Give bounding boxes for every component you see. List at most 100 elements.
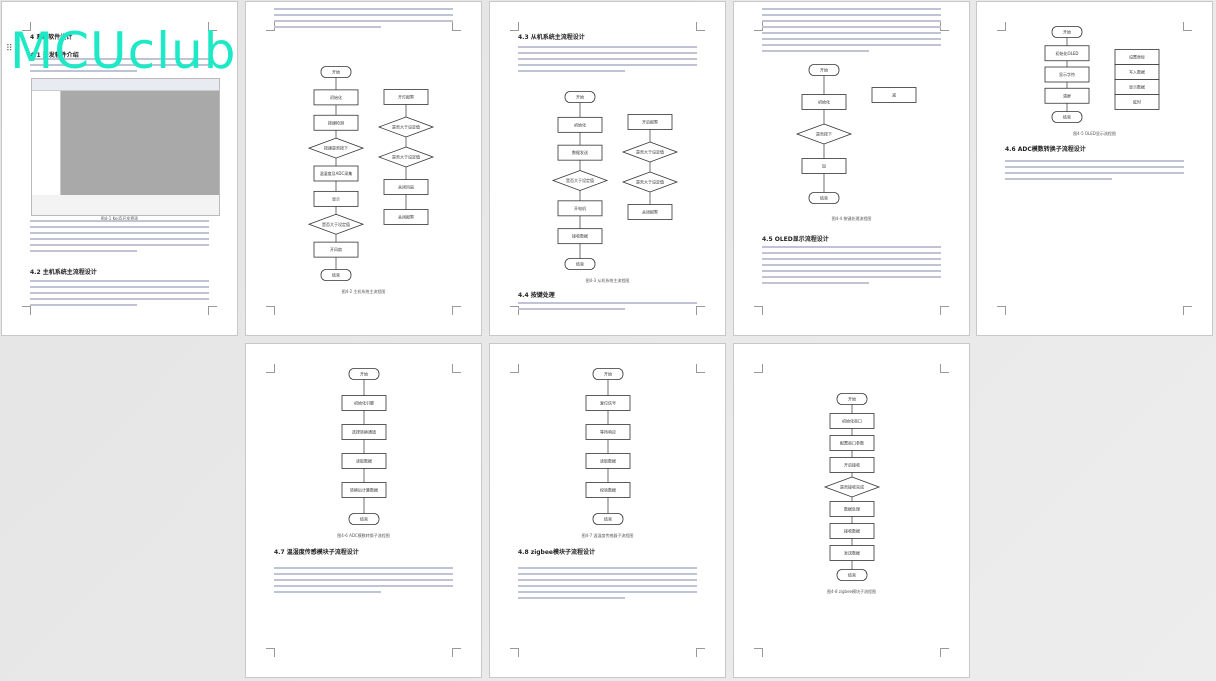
page-corner-mark xyxy=(510,364,519,373)
page-corner-mark xyxy=(266,306,275,315)
flowchart-label: 结束 xyxy=(332,272,340,278)
keil-screenshot xyxy=(31,78,220,216)
page-4[interactable]: 4.5 OLED显示流程设计图4-4 按键处理流程图开始初始化是否按下加结束减 xyxy=(733,1,970,336)
flowchart-label: 是否大于设定值 xyxy=(322,221,350,227)
page-corner-mark xyxy=(696,22,705,31)
flowchart-label: 结束 xyxy=(820,195,828,201)
flowchart-label: 设置坐标 xyxy=(1129,54,1145,60)
flowchart-label: 是否大于设定值 xyxy=(392,124,420,130)
flowchart-label: 按键是否按下 xyxy=(324,145,348,151)
flowchart-label: 结束 xyxy=(1063,114,1071,120)
flowchart-label: 开始 xyxy=(576,94,584,100)
terminal-node xyxy=(348,513,380,525)
flowchart-label: 结束 xyxy=(848,572,856,578)
flowchart-label: 数据处理 xyxy=(844,506,860,512)
terminal-node xyxy=(592,513,624,525)
figure-caption: 图4-8 zigbee模块子流程图 xyxy=(826,589,876,594)
body-paragraph xyxy=(30,58,209,76)
section-heading: 4.4 按键处理 xyxy=(518,292,555,299)
flowchart-label: 是否大于设定值 xyxy=(566,177,594,183)
page-corner-mark xyxy=(754,306,763,315)
process-node xyxy=(627,204,673,220)
section-heading: 4.3 从机系统主流程设计 xyxy=(518,34,585,41)
page-corner-mark xyxy=(510,22,519,31)
figure-caption: 图4-4 按键处理流程图 xyxy=(831,216,872,221)
flowchart-label: 显示数据 xyxy=(1129,84,1145,90)
figure-caption: 图4-6 ADC模数转换子流程图 xyxy=(337,533,390,538)
section-heading: 4.8 zigbee模块子流程设计 xyxy=(518,549,595,556)
terminal-node xyxy=(836,569,868,581)
flowchart-label: 开风扇 xyxy=(330,246,342,252)
page-corner-mark xyxy=(997,22,1006,31)
page-corner-mark xyxy=(754,364,763,373)
flowchart-label: 开始 xyxy=(1063,29,1071,35)
flowchart-label: 读取数据 xyxy=(356,458,372,464)
page-corner-mark xyxy=(452,306,461,315)
page-7[interactable]: 4.8 zigbee模块子流程设计图4-7 温湿度传感器子流程图开始复位信号等待… xyxy=(489,343,726,678)
flowchart-label: 复位信号 xyxy=(600,400,616,406)
page-corner-mark xyxy=(940,306,949,315)
figure-caption: 图4-3 从机系统主流程图 xyxy=(585,278,630,283)
flowchart-label: 开始 xyxy=(848,396,856,402)
flowchart-label: 写入数据 xyxy=(1129,69,1145,75)
flowchart-label: 清屏 xyxy=(1063,92,1071,98)
section-heading: 4.2 主机系统主流程设计 xyxy=(30,269,97,276)
body-paragraph xyxy=(762,246,941,288)
flowchart-label: 是否大于设定值 xyxy=(636,179,664,185)
flowchart-label: 读取数据 xyxy=(600,458,616,464)
page-corner-mark xyxy=(22,22,31,31)
flowchart-label: 结束 xyxy=(604,516,612,522)
flowchart-label: 开始 xyxy=(820,67,828,73)
figure-caption: 图4-7 温湿度传感器子流程图 xyxy=(581,533,634,538)
page-corner-mark xyxy=(696,306,705,315)
page-corner-mark xyxy=(452,22,461,31)
flowchart-label: 结束 xyxy=(360,516,368,522)
flowchart-label: 初始化 xyxy=(574,121,586,127)
body-paragraph xyxy=(274,567,453,597)
body-paragraph xyxy=(274,8,453,32)
page-8[interactable]: 图4-8 zigbee模块子流程图开始初始化串口配置串口参数开启接收是否接收完成… xyxy=(733,343,970,678)
page-6[interactable]: 4.7 温湿度传感模块子流程设计图4-6 ADC模数转换子流程图开始初始化引脚选… xyxy=(245,343,482,678)
flowchart-label: 接收数据 xyxy=(572,233,588,239)
page-corner-mark xyxy=(22,306,31,315)
figure-caption: 图4-1 Keil5开发界面 xyxy=(100,216,139,221)
flowchart-label: 校验数据 xyxy=(600,487,616,493)
flowchart-label: 发送数据 xyxy=(844,550,860,556)
body-paragraph xyxy=(518,567,697,603)
page-corner-mark xyxy=(696,648,705,657)
terminal-node xyxy=(1051,111,1083,123)
drag-handle-icon[interactable]: ⠿ xyxy=(6,44,13,54)
body-paragraph xyxy=(30,220,209,256)
section-heading: 4.6 ADC模数转换子流程设计 xyxy=(1005,146,1086,153)
process-node xyxy=(1114,94,1160,110)
terminal-node xyxy=(808,192,840,204)
flowchart-label: 显示 xyxy=(332,196,340,201)
body-paragraph xyxy=(30,280,209,310)
flowchart-label: 显示字符 xyxy=(1059,71,1075,77)
figure-caption: 图4-2 主机系统主流程图 xyxy=(341,289,386,294)
flowchart-label: 开启报警 xyxy=(642,119,658,125)
flowchart-label: 是否大于设定值 xyxy=(392,154,420,160)
flowchart-label: 初始化 xyxy=(818,99,830,105)
page-corner-mark xyxy=(452,648,461,657)
flowchart-label: 接收数据 xyxy=(844,528,860,534)
page-corner-mark xyxy=(1183,22,1192,31)
terminal-node xyxy=(320,269,352,281)
mcuclub-watermark-logo: MCUclub xyxy=(10,22,237,80)
flowchart-label: 延时 xyxy=(1133,99,1141,105)
figure-caption: 图4-5 OLED显示流程图 xyxy=(1073,131,1116,136)
process-node xyxy=(383,209,429,225)
page-2[interactable]: 图4-2 主机系统主流程图开始初始化按键检测按键是否按下温湿度及ADC采集显示是… xyxy=(245,1,482,336)
flowchart-label: 初始化 xyxy=(330,94,342,100)
flowchart: 开始初始化按键检测按键是否按下温湿度及ADC采集显示是否大于设定值开风扇结束开灯… xyxy=(307,66,435,281)
flowchart-label: 开始 xyxy=(604,371,612,377)
flowchart-label: 初始化串口 xyxy=(842,418,862,424)
page-corner-mark xyxy=(1183,306,1192,315)
process-node xyxy=(871,87,917,103)
flowchart-label: 是否按下 xyxy=(816,131,832,137)
flowchart-label: 关闭风扇 xyxy=(398,184,414,190)
